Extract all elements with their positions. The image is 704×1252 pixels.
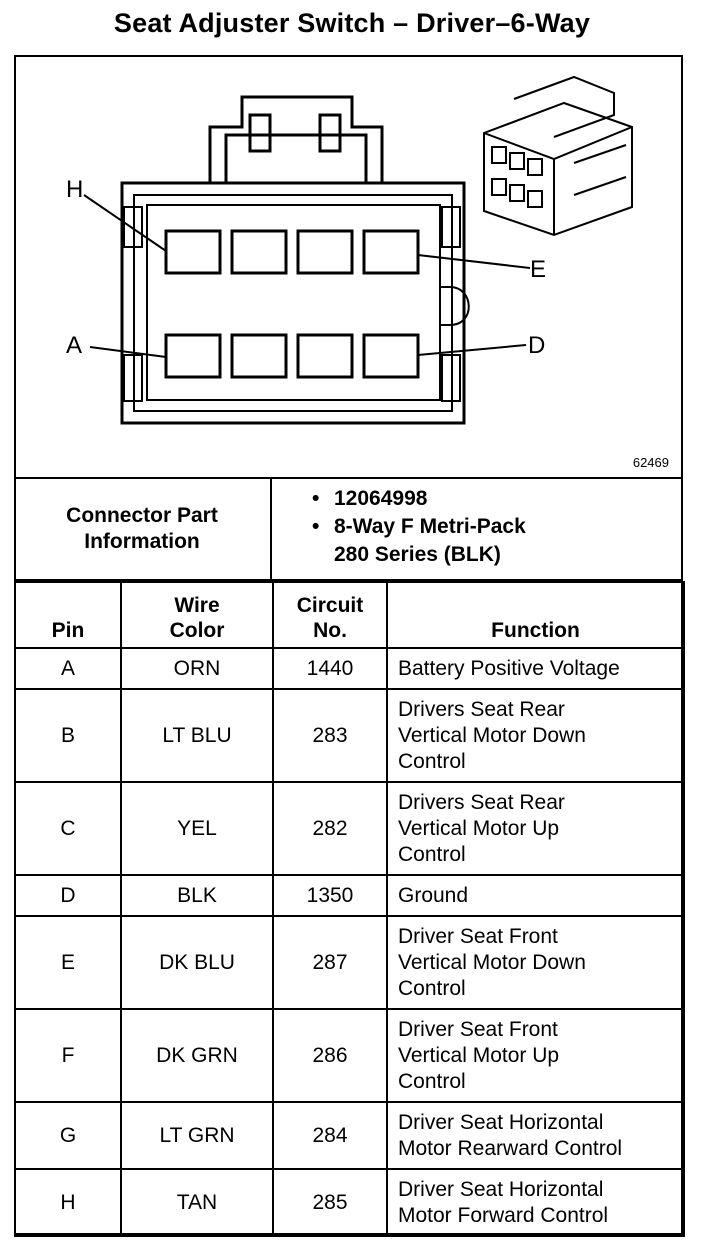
cavity-b [230, 333, 288, 379]
cell-pin: A [14, 647, 122, 690]
cell-color: YEL [120, 781, 274, 876]
connector-type: 8-Way F Metri-Pack [312, 513, 526, 541]
page-title: Seat Adjuster Switch – Driver–6-Way [113, 8, 591, 38]
cell-circuit: 287 [272, 915, 388, 1010]
cell-function: Battery Positive Voltage [386, 647, 685, 690]
leader-a [89, 346, 167, 358]
isometric-view [483, 75, 633, 237]
cavity-f [296, 229, 354, 275]
table-row: D BLK 1350 Ground [14, 874, 685, 917]
cell-color: ORN [120, 647, 274, 690]
cell-circuit: 282 [272, 781, 388, 876]
latch-tab-right [318, 113, 342, 153]
cavity-d [362, 333, 420, 379]
cell-pin: G [14, 1101, 122, 1170]
leader-d [417, 344, 527, 356]
pin-label-h: H [66, 176, 83, 203]
cell-pin: F [14, 1008, 122, 1103]
cell-circuit: 284 [272, 1101, 388, 1170]
cell-circuit: 1440 [272, 647, 388, 690]
cell-color: LT BLU [120, 688, 274, 783]
header-pin: Pin [14, 581, 122, 649]
cell-circuit: 283 [272, 688, 388, 783]
connector-body-inner [133, 194, 453, 412]
connector-info-list: 12064998 8-Way F Metri-Pack 280 Series (… [312, 485, 526, 569]
cell-pin: C [14, 781, 122, 876]
cell-color: LT GRN [120, 1101, 274, 1170]
leader-e [417, 254, 531, 269]
figure-number: 62469 [632, 455, 669, 470]
connector-body [120, 181, 466, 425]
cell-color: DK BLU [120, 915, 274, 1010]
key-notch [440, 286, 470, 326]
cavity-area [146, 204, 441, 401]
connector-info-label-line2: Information [84, 530, 200, 553]
cell-color: DK GRN [120, 1008, 274, 1103]
cell-color: TAN [120, 1168, 274, 1237]
connector-series: 280 Series (BLK) [334, 543, 501, 566]
connector-figure: H E A D 62469 [14, 55, 683, 479]
rail-right-bottom [441, 354, 461, 402]
cell-pin: H [14, 1168, 122, 1237]
cell-pin: B [14, 688, 122, 783]
cell-circuit: 1350 [272, 874, 388, 917]
pin-label-e: E [530, 256, 546, 283]
connector-part-number: 12064998 [312, 485, 526, 513]
connector-face-drawing: H E A D [66, 75, 633, 425]
latch-outline [208, 95, 384, 183]
cavity-h [164, 229, 222, 275]
cell-function: Ground [386, 874, 685, 917]
connector-info-label-line1: Connector Part [66, 504, 218, 527]
pin-label-d: D [528, 332, 545, 359]
connector-info: Connector Part Information 12064998 8-Wa… [14, 479, 683, 581]
table-row: A ORN 1440 Battery Positive Voltage [14, 647, 685, 690]
cell-color: BLK [120, 874, 274, 917]
cell-pin: D [14, 874, 122, 917]
cell-circuit: 285 [272, 1168, 388, 1237]
header-function: Function [386, 581, 685, 649]
latch-inner [224, 133, 368, 185]
cavity-a [164, 333, 222, 379]
rail-left-top [123, 206, 143, 248]
rail-right-top [441, 206, 461, 248]
cavity-e [362, 229, 420, 275]
cell-circuit: 286 [272, 1008, 388, 1103]
connector-info-label: Connector Part Information [14, 479, 272, 579]
cavity-c [296, 333, 354, 379]
cell-pin: E [14, 915, 122, 1010]
pin-label-a: A [66, 332, 82, 359]
cavity-g [230, 229, 288, 275]
rail-left-bottom [123, 354, 143, 402]
leader-h [83, 194, 167, 252]
latch-tab-left [248, 113, 272, 153]
